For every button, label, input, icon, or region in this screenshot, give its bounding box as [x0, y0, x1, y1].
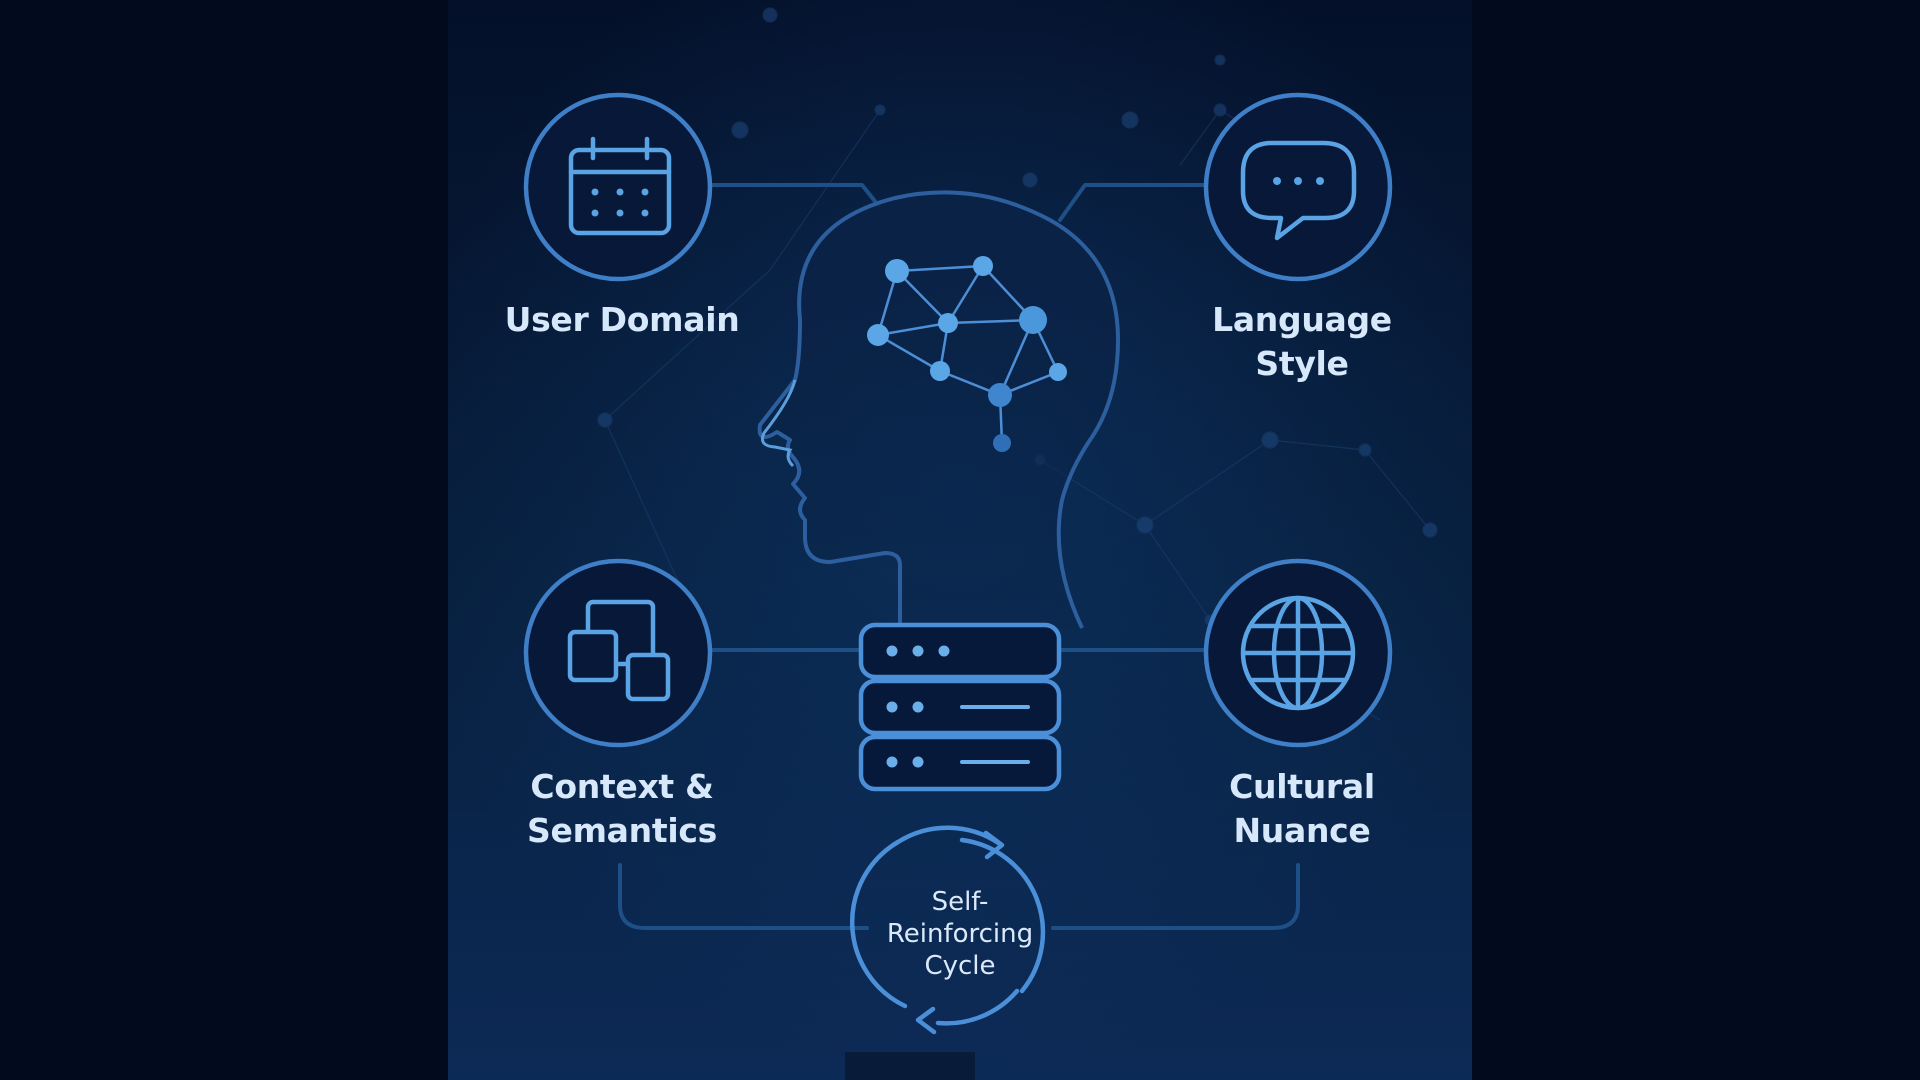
cultural-nuance-label: Cultural Nuance [1229, 767, 1375, 850]
calendar-dots [591, 188, 649, 217]
head-face-edge [760, 379, 797, 468]
connector-lines [618, 183, 1300, 930]
language-style-label: Language Style [1212, 300, 1392, 383]
calendar-icon [568, 136, 672, 236]
head-silhouette [757, 190, 1120, 629]
stacked-windows-icon [567, 599, 671, 702]
globe-icon [1240, 595, 1356, 711]
bottom-notch [845, 1052, 975, 1080]
server-bars [960, 705, 1030, 764]
neural-nodes [867, 256, 1067, 452]
server-indicators [886, 645, 950, 768]
circular-arrows-icon [850, 825, 1046, 1035]
cycle-label: Self- Reinforcing Cycle [886, 887, 1034, 981]
chat-bubble-icon [1240, 140, 1357, 241]
chat-dots [1273, 177, 1324, 185]
context-semantics-label: Context & Semantics [527, 767, 717, 850]
server-database-icon [858, 622, 1062, 792]
user-domain-label: User Domain [504, 300, 740, 339]
